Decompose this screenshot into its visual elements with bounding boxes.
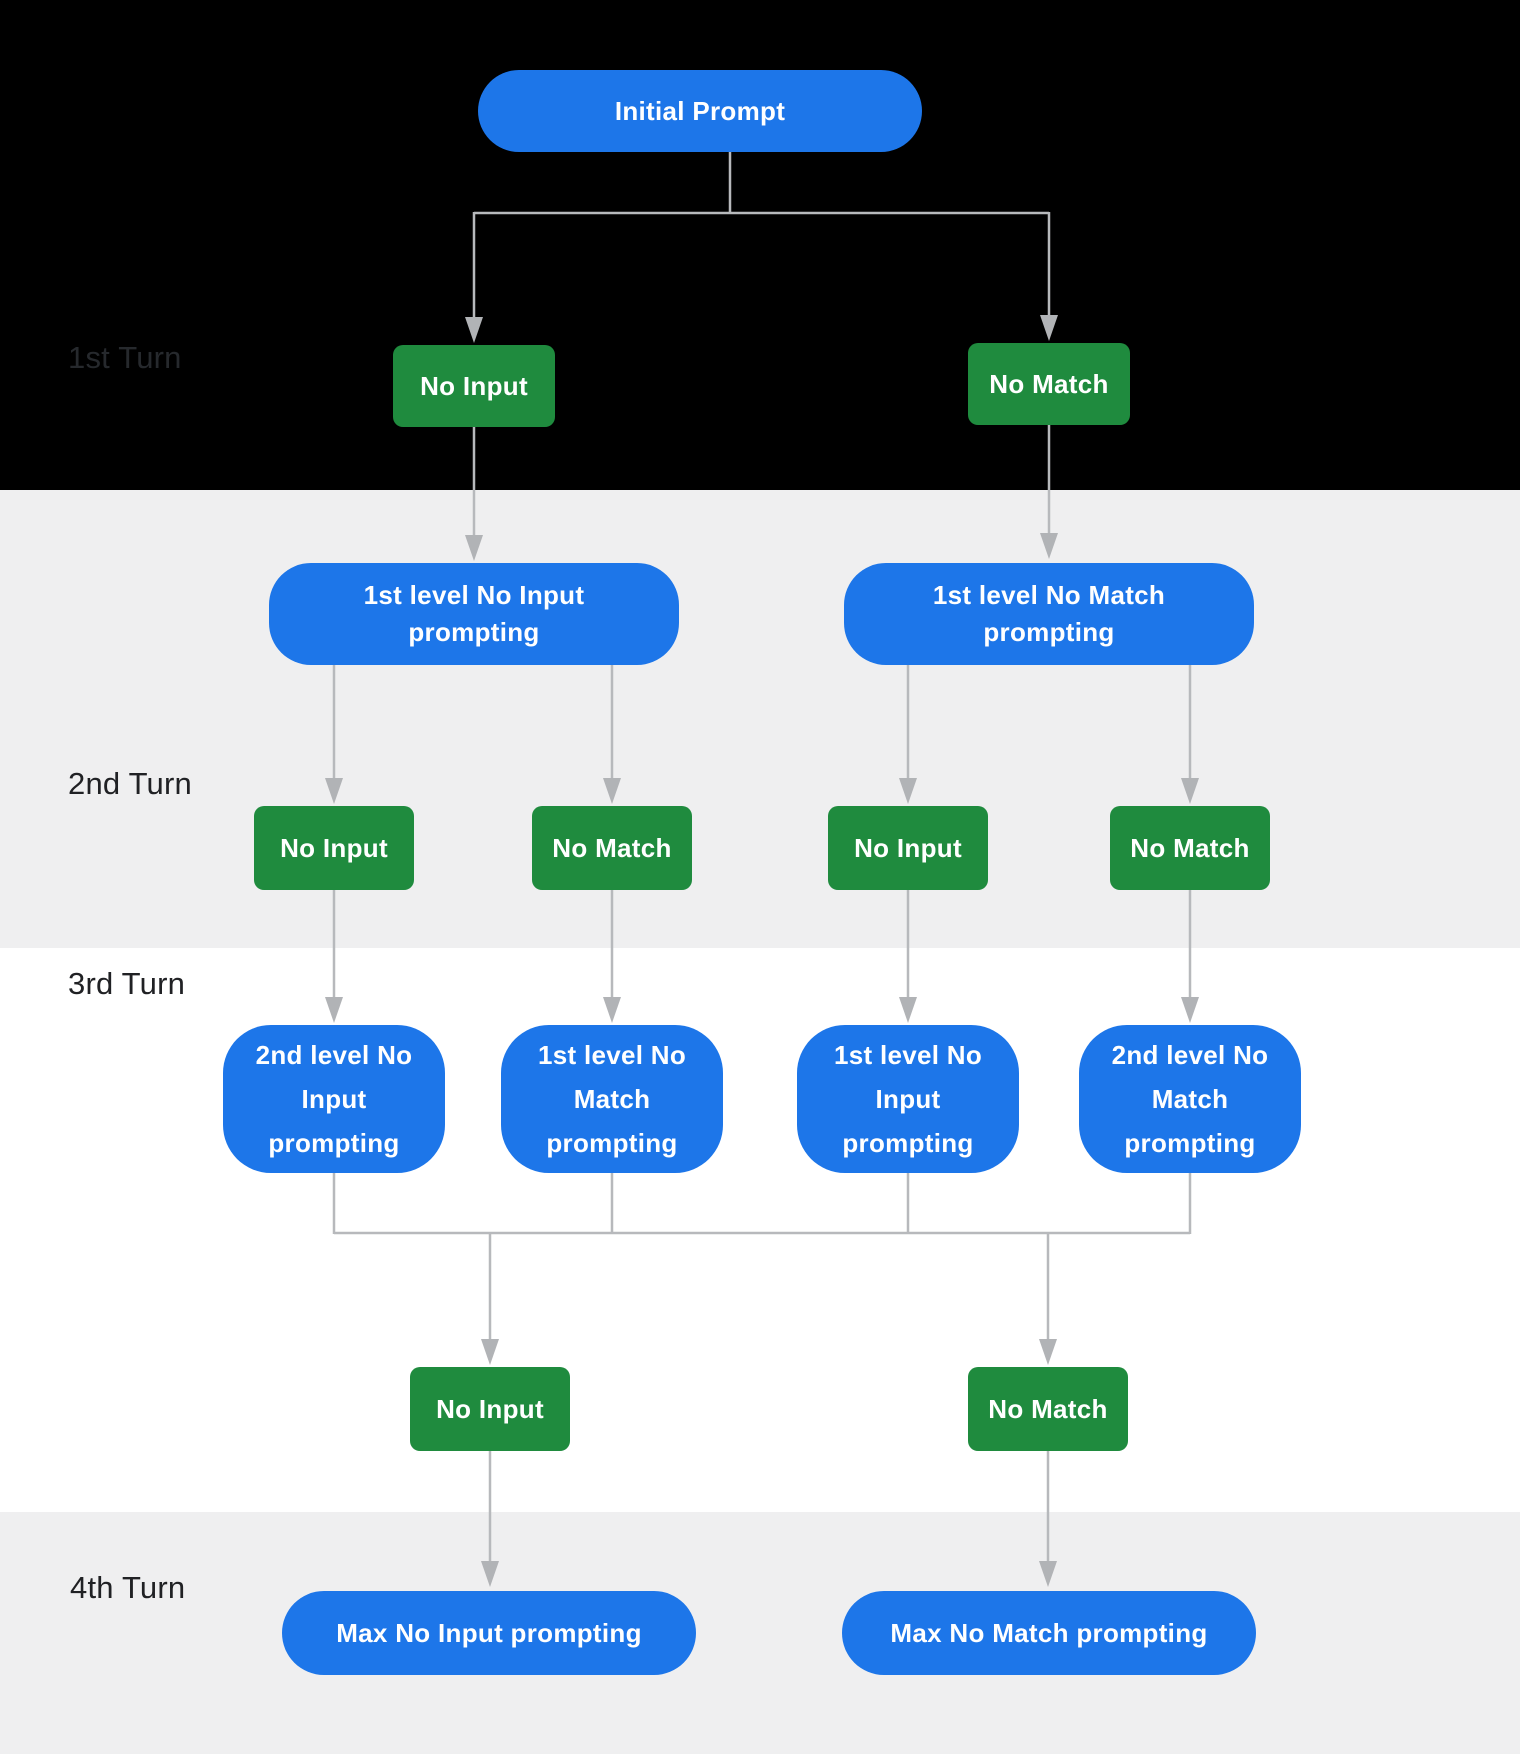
node-turn2-no-input-a: No Input [254, 806, 414, 890]
label-turn-1: 1st Turn [68, 340, 182, 375]
arrowhead [325, 778, 343, 804]
arrowhead [899, 778, 917, 804]
label-turn-4: 4th Turn [70, 1570, 186, 1605]
arrowhead [325, 997, 343, 1023]
node-1st-level-no-input-prompting-2: 1st level No Input prompting [797, 1025, 1019, 1173]
node-turn2-no-match-b: No Match [1110, 806, 1270, 890]
node-turn3-no-input: No Input [410, 1367, 570, 1451]
arrowhead [899, 997, 917, 1023]
level1-to-turn2-arrows [325, 665, 1199, 804]
arrowhead [465, 535, 483, 561]
arrowhead [1040, 533, 1058, 559]
node-1st-level-no-match-prompting-2: 1st level No Match prompting [501, 1025, 723, 1173]
branch-from-initial-prompt [465, 152, 1058, 343]
node-2nd-level-no-input-prompting: 2nd level No Input prompting [223, 1025, 445, 1173]
node-turn2-no-match-a: No Match [532, 806, 692, 890]
arrowhead [603, 778, 621, 804]
node-turn1-no-input: No Input [393, 345, 555, 427]
node-max-no-input-prompting: Max No Input prompting [282, 1591, 696, 1675]
node-initial-prompt: Initial Prompt [478, 70, 922, 152]
turn1-to-level1-arrows [465, 425, 1058, 561]
node-turn3-no-match: No Match [968, 1367, 1128, 1451]
turn3-to-turn4-arrows [481, 1451, 1057, 1587]
arrowhead [1039, 1339, 1057, 1365]
arrowhead [1181, 778, 1199, 804]
turn2-to-turn3-arrows [325, 890, 1199, 1023]
node-2nd-level-no-match-prompting: 2nd level No Match prompting [1079, 1025, 1301, 1173]
arrowhead [1181, 997, 1199, 1023]
label-turn-3: 3rd Turn [68, 966, 186, 1001]
node-1st-level-no-match-prompting: 1st level No Match prompting [844, 563, 1254, 665]
node-1st-level-no-input-prompting: 1st level No Input prompting [269, 563, 679, 665]
arrowhead [1040, 315, 1058, 341]
node-turn2-no-input-b: No Input [828, 806, 988, 890]
node-turn1-no-match: No Match [968, 343, 1130, 425]
node-max-no-match-prompting: Max No Match prompting [842, 1591, 1256, 1675]
turn3-merge-bus [332, 1173, 1192, 1365]
turn4-band [0, 1512, 1520, 1754]
arrowhead [465, 317, 483, 343]
arrowhead [481, 1561, 499, 1587]
arrowhead [481, 1339, 499, 1365]
arrowhead [603, 997, 621, 1023]
label-turn-2: 2nd Turn [68, 766, 192, 801]
arrowhead [1039, 1561, 1057, 1587]
